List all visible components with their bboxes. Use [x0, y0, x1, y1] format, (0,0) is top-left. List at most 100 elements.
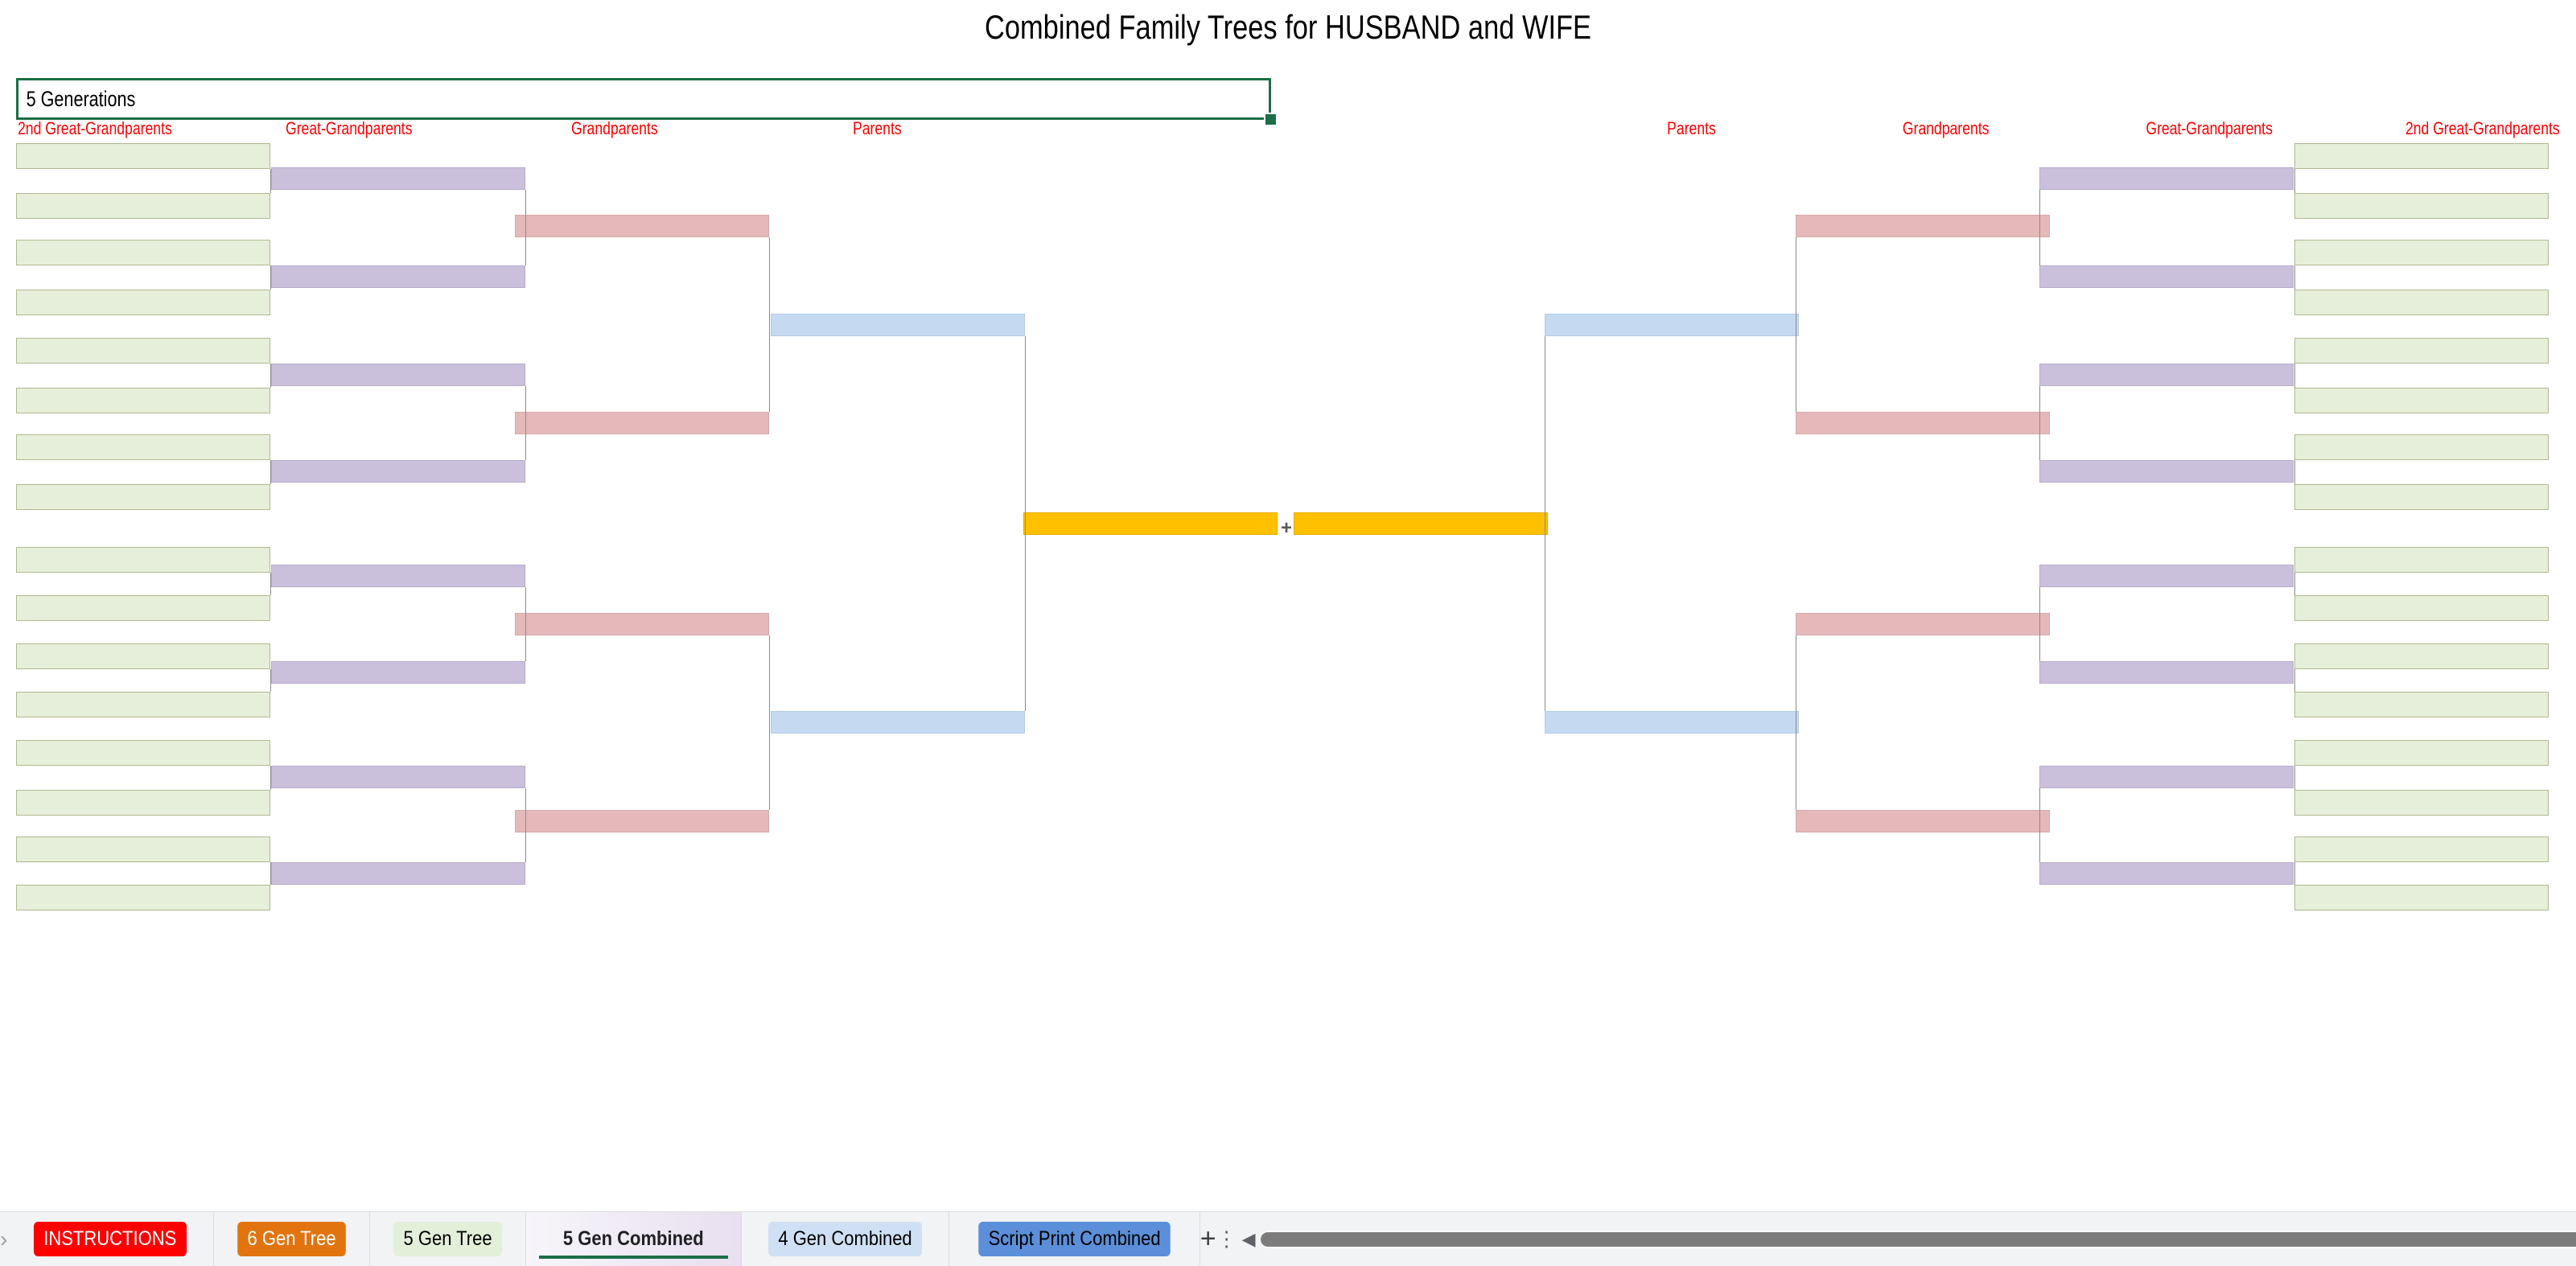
node-right-great-grandparent-7[interactable] — [2039, 766, 2294, 788]
node-right-self[interactable] — [1294, 512, 1548, 535]
node-right-parent-2[interactable] — [1545, 711, 1799, 734]
node-left-2nd-great-grandparent-2[interactable] — [16, 193, 270, 219]
node-left-2nd-great-grandparent-7[interactable] — [16, 434, 270, 460]
generation-label-right-1: Grandparents — [1903, 118, 1990, 138]
node-left-2nd-great-grandparent-16[interactable] — [16, 885, 270, 910]
connector-left-g5-pair-7 — [270, 766, 271, 790]
node-right-grandparent-1[interactable] — [1796, 215, 2050, 237]
sheet-tab-label: 4 Gen Combined — [767, 1222, 922, 1256]
generation-label-right-2: Great-Grandparents — [2146, 118, 2274, 138]
node-left-2nd-great-grandparent-8[interactable] — [16, 484, 270, 510]
node-left-2nd-great-grandparent-10[interactable] — [16, 595, 270, 621]
connector-right-g4-pair-2 — [2039, 386, 2040, 460]
node-left-great-grandparent-5[interactable] — [271, 565, 525, 587]
node-left-great-grandparent-7[interactable] — [271, 766, 525, 788]
sheet-tab-label: INSTRUCTIONS — [34, 1222, 187, 1256]
node-left-2nd-great-grandparent-11[interactable] — [16, 643, 270, 669]
connector-right-g5-pair-4 — [2294, 460, 2295, 484]
node-left-2nd-great-grandparent-9[interactable] — [16, 547, 270, 573]
generation-label-left-1: Great-Grandparents — [286, 118, 413, 138]
node-left-2nd-great-grandparent-12[interactable] — [16, 692, 270, 717]
connector-left-g5-pair-8 — [270, 862, 271, 885]
node-left-great-grandparent-2[interactable] — [271, 265, 525, 288]
node-left-2nd-great-grandparent-3[interactable] — [16, 240, 270, 265]
scrollbar-thumb[interactable] — [1260, 1231, 2576, 1247]
node-left-2nd-great-grandparent-1[interactable] — [16, 143, 270, 169]
node-right-2nd-great-grandparent-7[interactable] — [2294, 434, 2549, 460]
generation-label-left-0: 2nd Great-Grandparents — [18, 118, 172, 138]
node-right-2nd-great-grandparent-14[interactable] — [2294, 790, 2549, 816]
node-right-2nd-great-grandparent-4[interactable] — [2294, 290, 2549, 315]
sheet-tab-instructions[interactable]: INSTRUCTIONS — [7, 1211, 214, 1266]
node-right-2nd-great-grandparent-3[interactable] — [2294, 240, 2549, 265]
scroll-left-icon[interactable]: ◀ — [1241, 1228, 1256, 1249]
node-left-2nd-great-grandparent-14[interactable] — [16, 790, 270, 816]
node-right-2nd-great-grandparent-6[interactable] — [2294, 388, 2549, 413]
node-right-2nd-great-grandparent-8[interactable] — [2294, 484, 2549, 510]
selected-cell[interactable]: 5 Generations — [16, 78, 1271, 120]
node-left-2nd-great-grandparent-4[interactable] — [16, 290, 270, 315]
node-left-self[interactable] — [1023, 512, 1278, 535]
all-sheets-menu-icon[interactable]: ⋮ — [1216, 1227, 1237, 1251]
connector-right-g5-pair-3 — [2294, 364, 2295, 388]
sheet-tab-6-gen-tree[interactable]: 6 Gen Tree — [214, 1211, 370, 1266]
node-left-great-grandparent-4[interactable] — [271, 460, 525, 483]
node-right-2nd-great-grandparent-9[interactable] — [2294, 547, 2549, 573]
node-right-2nd-great-grandparent-13[interactable] — [2294, 740, 2549, 766]
node-right-2nd-great-grandparent-15[interactable] — [2294, 836, 2549, 862]
node-right-2nd-great-grandparent-12[interactable] — [2294, 692, 2549, 717]
cell-fill-handle[interactable] — [1264, 113, 1278, 126]
connector-left-g5-pair-1 — [270, 169, 271, 193]
node-right-great-grandparent-4[interactable] — [2039, 460, 2294, 483]
node-right-2nd-great-grandparent-16[interactable] — [2294, 885, 2549, 910]
node-left-2nd-great-grandparent-6[interactable] — [16, 388, 270, 413]
node-right-parent-1[interactable] — [1545, 314, 1799, 336]
node-right-2nd-great-grandparent-11[interactable] — [2294, 643, 2549, 669]
node-left-great-grandparent-6[interactable] — [271, 661, 525, 684]
sheet-tab-script-print-combined[interactable]: Script Print Combined — [949, 1211, 1200, 1266]
connector-left-g4-pair-2 — [525, 386, 526, 460]
node-left-grandparent-2[interactable] — [515, 412, 769, 434]
horizontal-scrollbar[interactable]: ◀ — [1237, 1212, 2576, 1266]
node-right-grandparent-4[interactable] — [1796, 810, 2050, 832]
node-left-parent-2[interactable] — [771, 711, 1025, 734]
node-left-parent-1[interactable] — [771, 314, 1025, 336]
node-left-2nd-great-grandparent-13[interactable] — [16, 740, 270, 766]
generation-label-left-2: Grandparents — [571, 118, 658, 138]
sheet-tab-5-gen-tree[interactable]: 5 Gen Tree — [370, 1211, 526, 1266]
connector-right-g5-pair-1 — [2294, 169, 2295, 193]
node-right-2nd-great-grandparent-1[interactable] — [2294, 143, 2549, 169]
sheet-tab-4-gen-combined[interactable]: 4 Gen Combined — [742, 1211, 949, 1266]
node-right-great-grandparent-6[interactable] — [2039, 661, 2294, 684]
generation-label-left-3: Parents — [853, 118, 902, 138]
connector-left-g5-pair-2 — [270, 265, 271, 290]
node-left-great-grandparent-1[interactable] — [271, 167, 525, 190]
node-right-grandparent-2[interactable] — [1796, 412, 2050, 434]
node-left-grandparent-4[interactable] — [515, 810, 769, 832]
node-right-great-grandparent-2[interactable] — [2039, 265, 2294, 288]
node-left-grandparent-3[interactable] — [515, 613, 769, 635]
connector-right-g4-pair-3 — [2039, 587, 2040, 661]
connector-left-g4-pair-3 — [525, 587, 526, 661]
node-right-great-grandparent-1[interactable] — [2039, 167, 2294, 190]
node-right-grandparent-3[interactable] — [1796, 613, 2050, 635]
node-left-great-grandparent-3[interactable] — [271, 364, 525, 386]
sheet-tab-label: 5 Gen Combined — [562, 1227, 704, 1250]
node-left-2nd-great-grandparent-5[interactable] — [16, 338, 270, 364]
node-right-2nd-great-grandparent-2[interactable] — [2294, 193, 2549, 219]
node-right-great-grandparent-3[interactable] — [2039, 364, 2294, 386]
node-left-grandparent-1[interactable] — [515, 215, 769, 237]
node-right-2nd-great-grandparent-10[interactable] — [2294, 595, 2549, 621]
node-right-great-grandparent-5[interactable] — [2039, 565, 2294, 587]
scroll-tabs-right-icon[interactable]: › — [0, 1226, 8, 1252]
scrollbar-track[interactable] — [1260, 1230, 2576, 1248]
add-sheet-button[interactable]: + — [1200, 1223, 1216, 1254]
sheet-tab-5-gen-combined[interactable]: 5 Gen Combined — [525, 1211, 742, 1266]
node-right-great-grandparent-8[interactable] — [2039, 862, 2294, 885]
node-right-2nd-great-grandparent-5[interactable] — [2294, 338, 2549, 364]
node-left-great-grandparent-8[interactable] — [271, 862, 525, 885]
node-left-2nd-great-grandparent-15[interactable] — [16, 836, 270, 862]
